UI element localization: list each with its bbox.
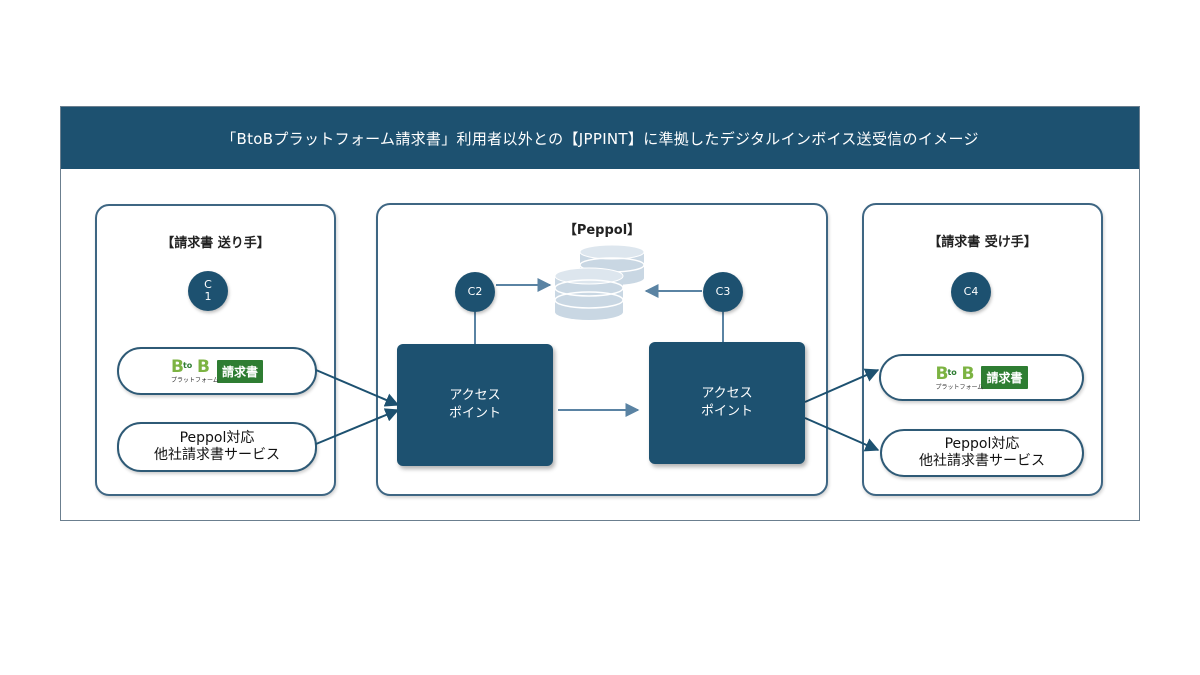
node-c2: C2 bbox=[455, 272, 495, 312]
node-c4: C4 bbox=[951, 272, 991, 312]
sender-btob-invoice: B to B プラットフォーム 請求書 bbox=[117, 347, 317, 395]
receiver-panel: 【請求書 受け手】 C4 B to B プラットフォーム 請求書 Peppol対… bbox=[862, 203, 1103, 496]
receiver-other-service: Peppol対応 他社請求書サービス bbox=[880, 429, 1084, 477]
node-c3: C3 bbox=[703, 272, 743, 312]
btob-logo-mark: B to B プラットフォーム bbox=[170, 357, 219, 384]
database-icon bbox=[554, 244, 645, 320]
invoice-label: 請求書 bbox=[216, 359, 263, 383]
arrow-ap-to-receiver-btob bbox=[804, 368, 880, 403]
sender-other-service: Peppol対応 他社請求書サービス bbox=[117, 422, 317, 472]
sender-panel: 【請求書 送り手】 C 1 B to B プラットフォーム 請求書 Peppol… bbox=[95, 204, 336, 496]
receiver-btob-invoice: B to B プラットフォーム 請求書 bbox=[879, 354, 1084, 401]
peppol-title: 【Peppol】 bbox=[563, 223, 641, 238]
access-point-right: アクセス ポイント bbox=[649, 342, 805, 464]
btob-logo: B to B プラットフォーム 請求書 bbox=[170, 357, 263, 384]
btob-logo-mark: B to B プラットフォーム bbox=[935, 363, 984, 391]
arrow-sender-service-to-ap bbox=[315, 408, 400, 445]
diagram-title: 「BtoBプラットフォーム請求書」利用者以外との【JPPINT】に準拠したデジタ… bbox=[61, 107, 1139, 169]
btob-logo: B to B プラットフォーム 請求書 bbox=[935, 363, 1028, 391]
node-c1: C 1 bbox=[188, 271, 228, 311]
sender-title: 【請求書 送り手】 bbox=[161, 236, 270, 251]
arrow-sender-btob-to-ap bbox=[315, 369, 400, 407]
invoice-label: 請求書 bbox=[981, 366, 1028, 389]
access-point-left: アクセス ポイント bbox=[397, 344, 553, 466]
arrow-ap-to-receiver-service bbox=[804, 417, 880, 452]
receiver-title: 【請求書 受け手】 bbox=[928, 235, 1037, 250]
